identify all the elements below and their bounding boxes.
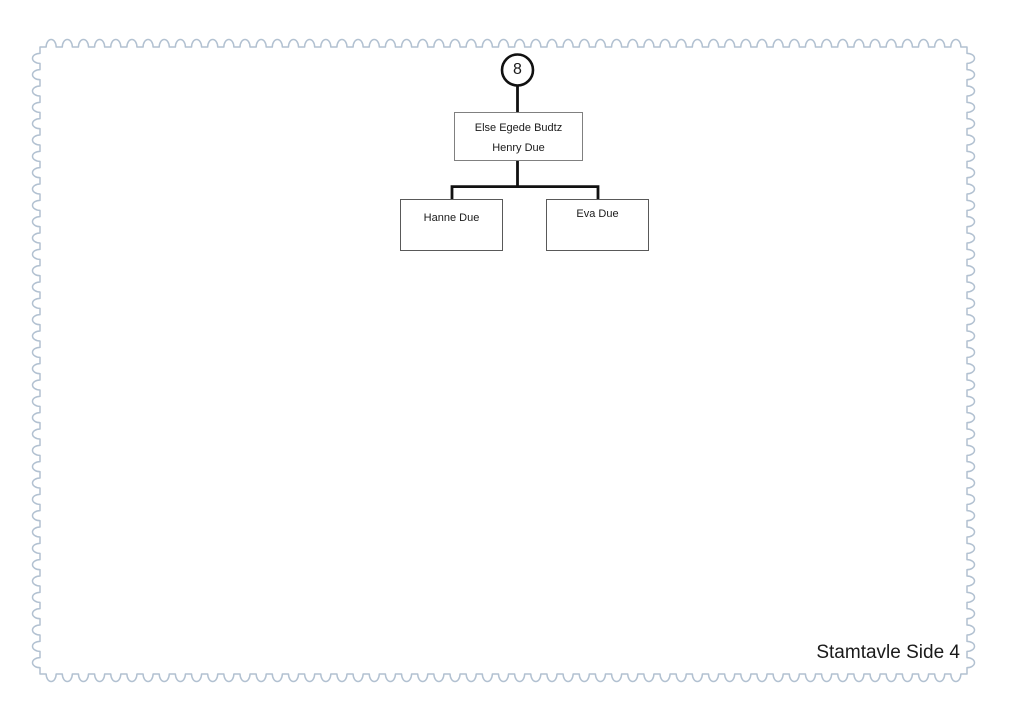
child-box-hanne: Hanne Due [400, 199, 503, 251]
generation-number: 8 [513, 60, 522, 78]
child-box-eva: Eva Due [546, 199, 649, 251]
child-name: Eva Due [576, 208, 619, 220]
couple-box-person2: Henry Due [492, 142, 545, 154]
child-name: Hanne Due [423, 212, 480, 224]
couple-box: Else Egede Budtz Henry Due [454, 112, 583, 161]
page-footer-label: Stamtavle Side 4 [816, 642, 960, 663]
couple-box-person1: Else Egede Budtz [474, 122, 563, 134]
